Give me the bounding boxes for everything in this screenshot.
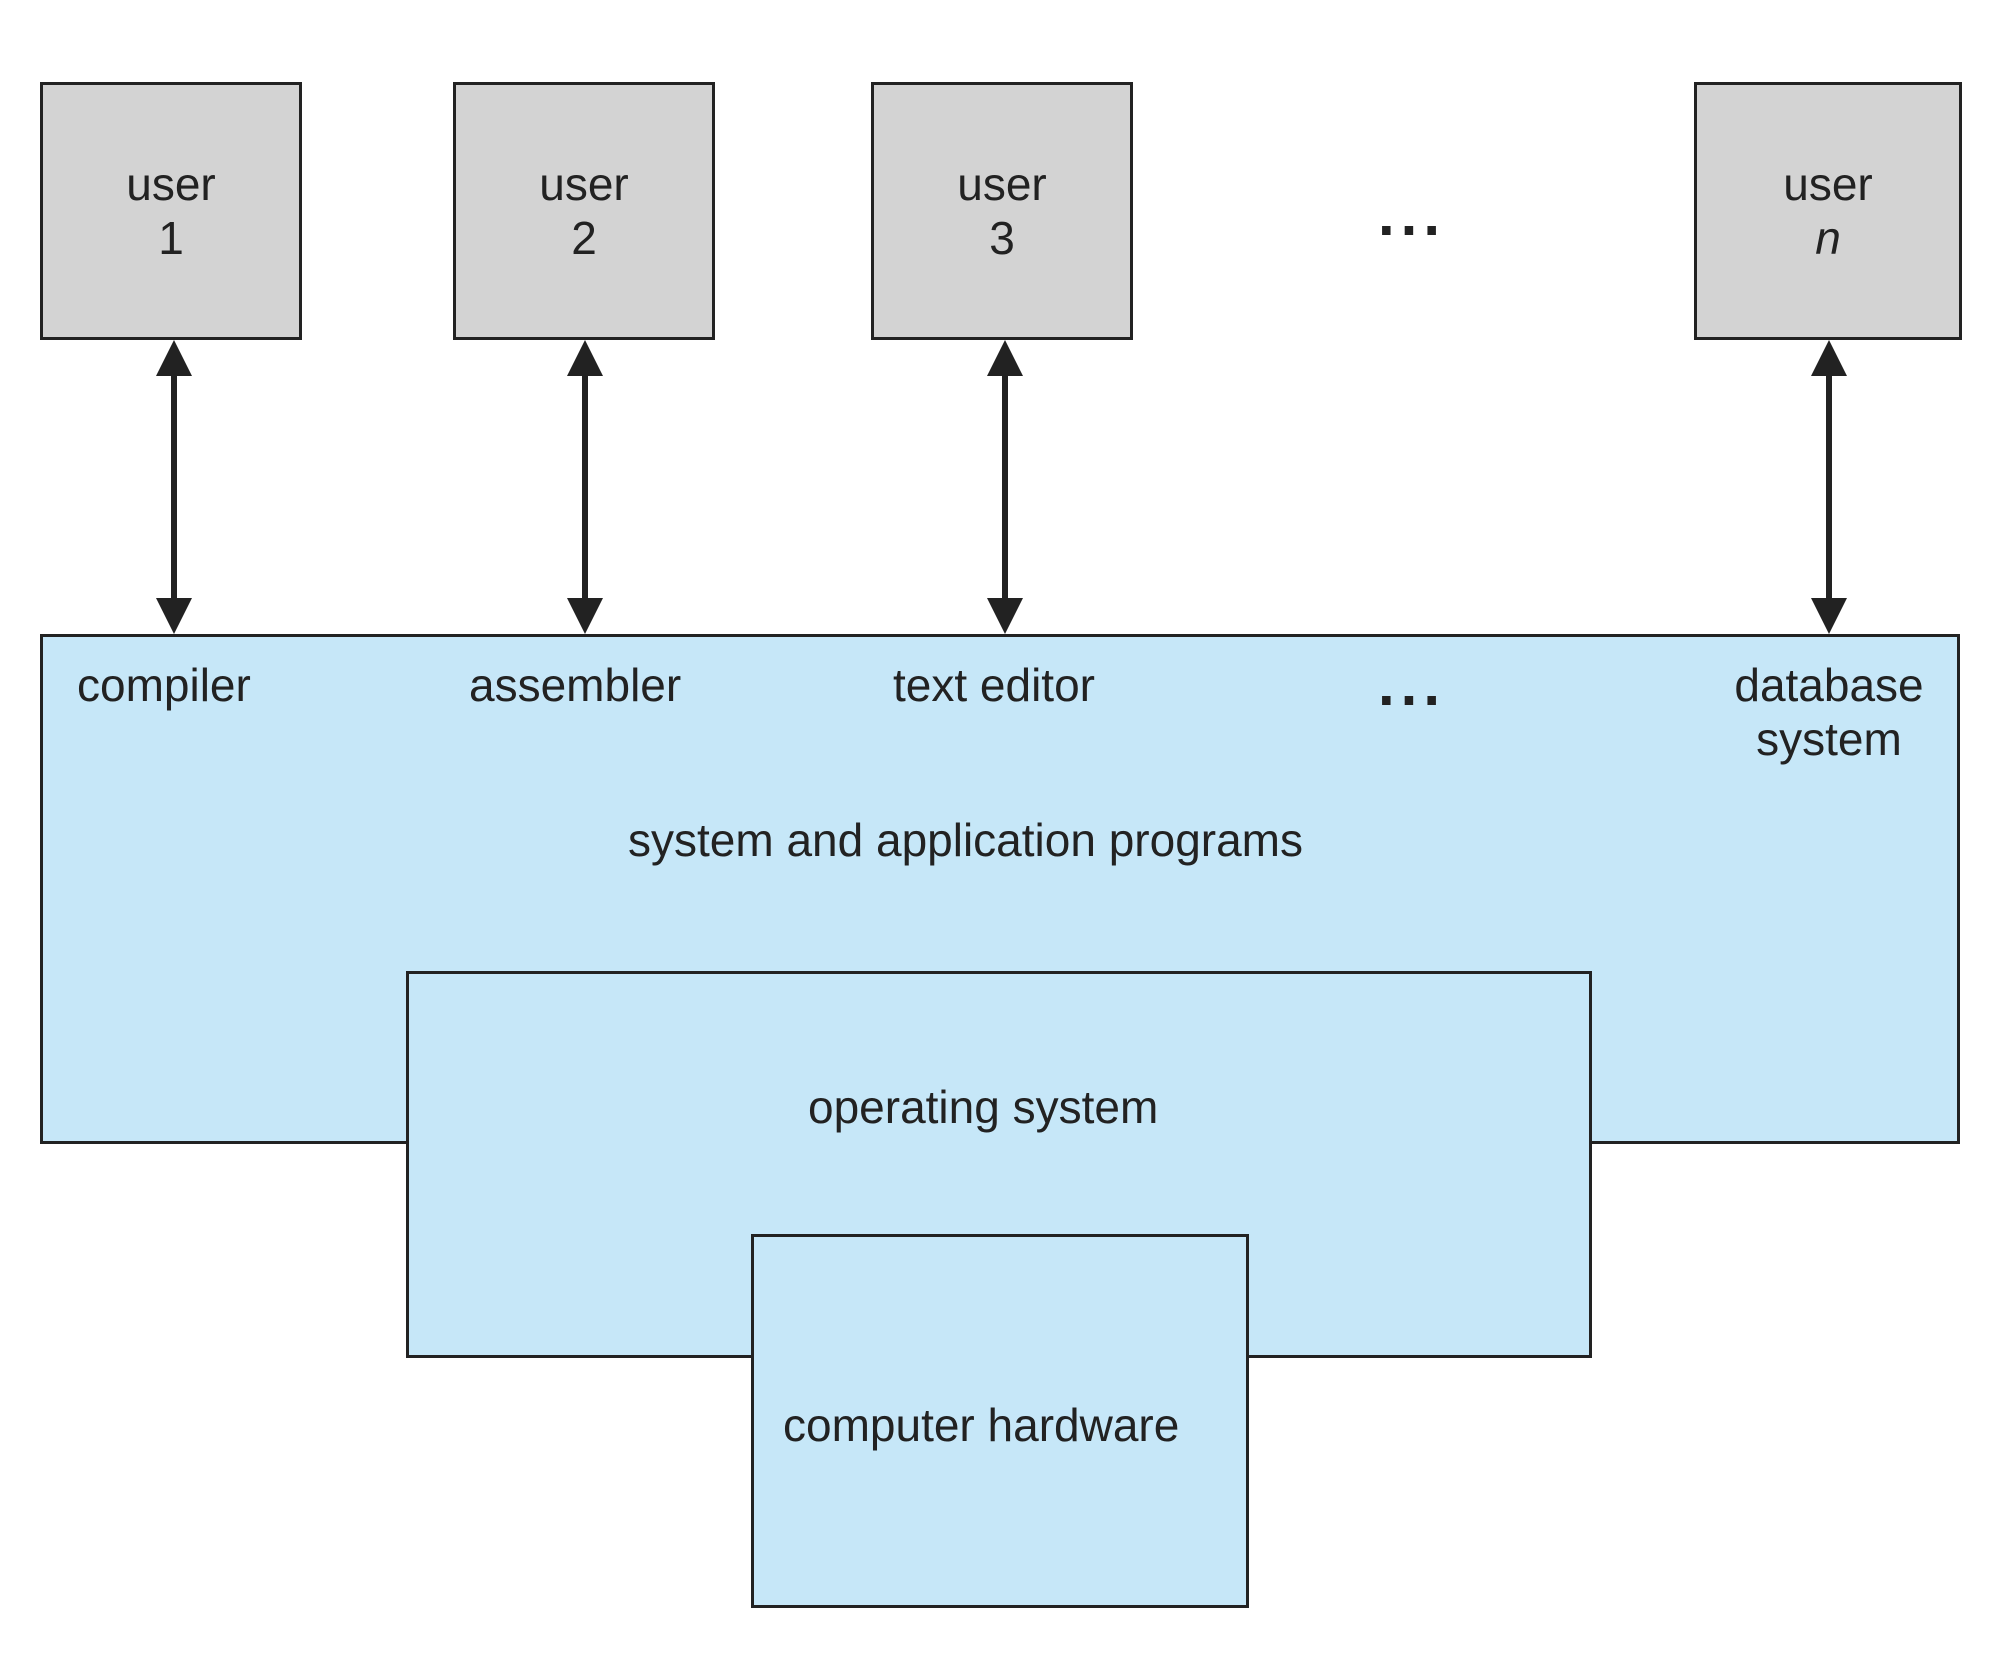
hardware-layer	[751, 1234, 1249, 1608]
user-box-1: user 1	[40, 82, 302, 340]
user-box-1-title: user	[126, 158, 216, 210]
programs-layer-label: system and application programs	[628, 814, 1303, 866]
user-box-2: user 2	[453, 82, 715, 340]
programs-ellipsis: ...	[1378, 651, 1447, 718]
user-box-3: user 3	[871, 82, 1133, 340]
user-box-n-number: n	[1815, 212, 1841, 264]
compiler-label: compiler	[77, 659, 251, 711]
user-box-n: user n	[1694, 82, 1962, 340]
users-ellipsis: ...	[1378, 181, 1447, 248]
user-box-2-number: 2	[571, 212, 597, 264]
user-box-2-title: user	[539, 158, 629, 210]
text-editor-label: text editor	[893, 659, 1095, 711]
database-system-label: database system	[1724, 658, 1934, 766]
user-box-1-number: 1	[158, 212, 184, 264]
operating-system-label: operating system	[808, 1081, 1159, 1133]
computer-hardware-label: computer hardware	[783, 1399, 1180, 1451]
user-box-3-number: 3	[989, 212, 1015, 264]
database-label-line2: system	[1756, 713, 1902, 765]
user-box-3-title: user	[957, 158, 1047, 210]
assembler-label: assembler	[469, 659, 682, 711]
database-label-line1: database	[1734, 659, 1924, 711]
user-box-n-title: user	[1783, 158, 1873, 210]
